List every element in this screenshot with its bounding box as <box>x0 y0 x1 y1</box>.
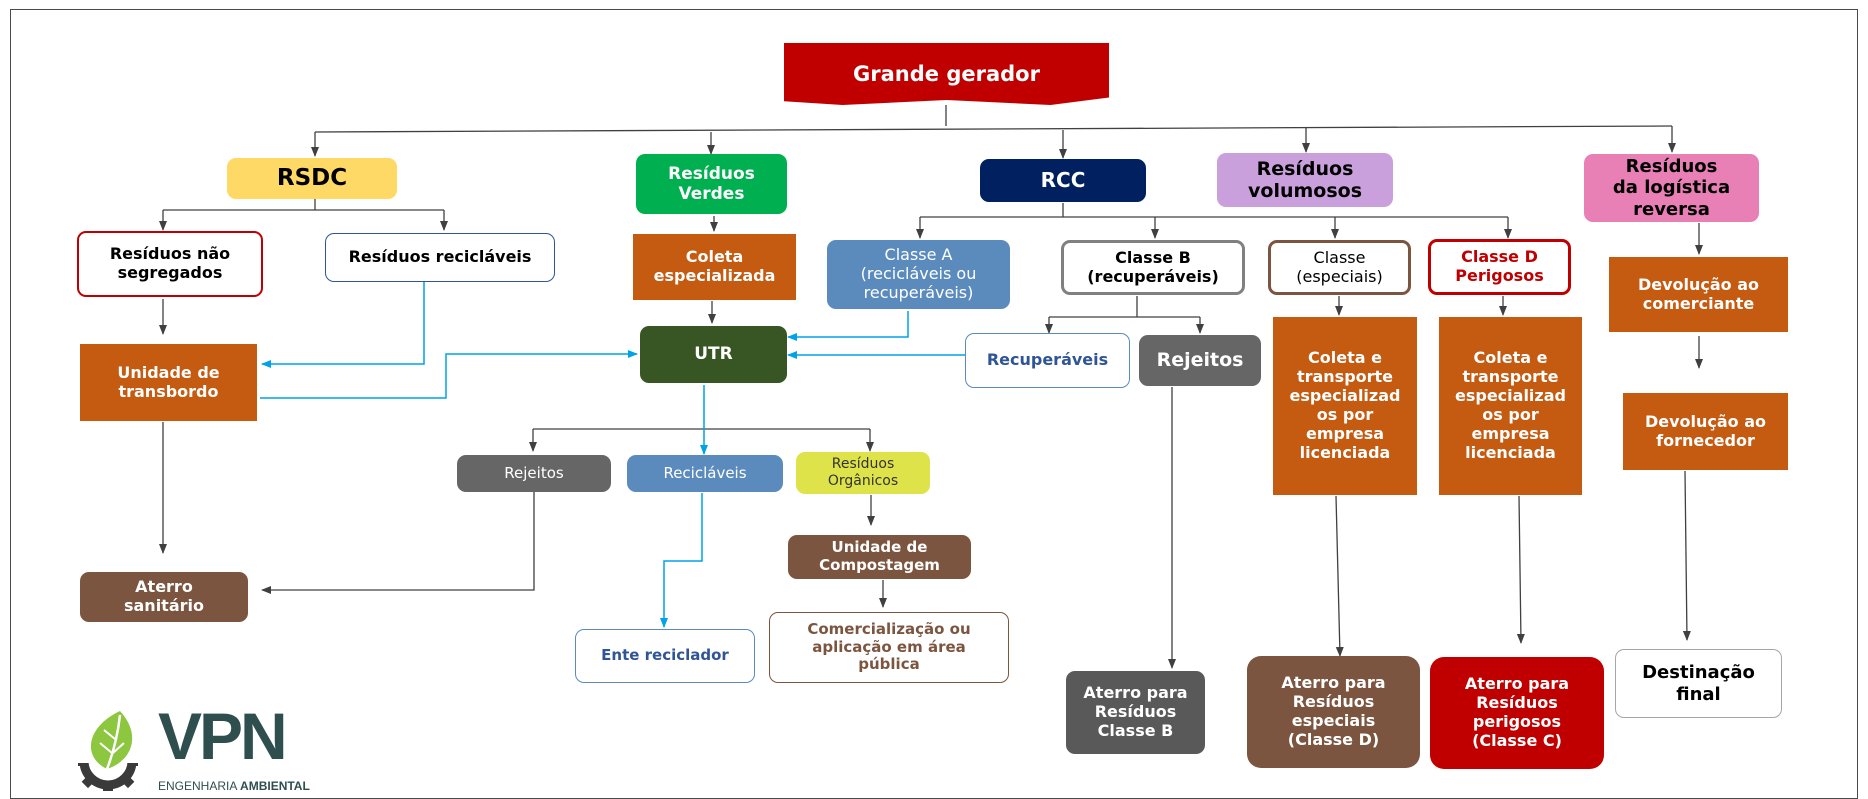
node-residuos-verdes: Resíduos Verdes <box>636 154 787 214</box>
logo-tagline-light: ENGENHARIA <box>158 779 237 793</box>
logo-tagline: ENGENHARIA AMBIENTAL <box>158 779 310 793</box>
node-comercializacao: Comercialização ou aplicação em área púb… <box>769 612 1009 683</box>
node-ente-reciclador: Ente reciclador <box>575 629 755 683</box>
node-recuperaveis: Recuperáveis <box>965 333 1130 388</box>
node-unidade-compostagem: Unidade de Compostagem <box>788 535 971 579</box>
node-reciclaveis-utr: Recicláveis <box>627 455 783 492</box>
node-classe-b: Classe B (recuperáveis) <box>1061 240 1245 295</box>
node-classe-d-perigosos: Classe D Perigosos <box>1428 239 1571 295</box>
node-unidade-transbordo: Unidade de transbordo <box>80 344 257 421</box>
node-residuos-volumosos: Resíduos volumosos <box>1217 153 1393 207</box>
arrow-to-aterro-especiais <box>1335 495 1344 657</box>
node-coleta-perigosos: Coleta e transporte especializad os por … <box>1439 317 1582 495</box>
node-aterro-classe-b: Aterro para Resíduos Classe B <box>1066 671 1205 754</box>
node-rejeitos-utr: Rejeitos <box>457 455 611 492</box>
node-residuos-reciclaveis: Resíduos recicláveis <box>325 233 555 282</box>
connector-rcc-bus <box>920 203 1508 218</box>
node-devolucao-fornecedor: Devolução ao fornecedor <box>1623 393 1788 470</box>
node-aterro-sanitario: Aterro sanitário <box>80 572 248 622</box>
connector-classe-b-bus <box>1049 296 1200 318</box>
node-destinacao-final: Destinação final <box>1615 649 1782 718</box>
node-aterro-especiais: Aterro para Resíduos especiais (Classe D… <box>1247 656 1420 768</box>
arrow-rejeitos-to-aterro <box>261 492 535 594</box>
arrow-classe-a-to-utr <box>787 311 909 341</box>
node-residuos-nao-segregados: Resíduos não segregados <box>77 231 263 297</box>
node-classe-a: Classe A (recicláveis ou recuperáveis) <box>827 240 1010 309</box>
arrow-to-aterro-perigosos <box>1516 495 1525 644</box>
arrow-to-destinacao-final <box>1682 470 1691 641</box>
node-grande-gerador: Grande gerador <box>784 43 1109 105</box>
node-utr: UTR <box>640 326 787 383</box>
node-aterro-perigosos: Aterro para Resíduos perigosos (Classe C… <box>1430 657 1604 769</box>
node-logistica-reversa: Resíduos da logística reversa <box>1584 154 1759 222</box>
node-coleta-especializada: Coleta especializada <box>633 234 796 300</box>
node-rsdc: RSDC <box>227 158 397 199</box>
connector-top-bus <box>314 125 1673 133</box>
logo-brand-text: VPN <box>158 699 288 773</box>
vpn-logo: VPN ENGENHARIA AMBIENTAL <box>72 703 342 797</box>
gear-leaf-icon <box>72 707 162 791</box>
logo-tagline-bold: AMBIENTAL <box>240 779 310 793</box>
node-classe-especiais: Classe (especiais) <box>1268 240 1411 295</box>
node-rcc: RCC <box>980 159 1146 202</box>
arrow-transbordo-to-utr <box>260 350 638 399</box>
node-coleta-especiais: Coleta e transporte especializad os por … <box>1273 317 1417 495</box>
arrow-to-ente-reciclador <box>660 493 703 628</box>
node-residuos-organicos: Resíduos Orgânicos <box>796 452 930 494</box>
node-rejeitos-rcc: Rejeitos <box>1139 335 1261 386</box>
arrow-reciclaveis-to-transbordo <box>261 282 425 368</box>
node-devolucao-comerciante: Devolução ao comerciante <box>1609 257 1788 332</box>
connector-rsdc-bus <box>163 199 444 211</box>
